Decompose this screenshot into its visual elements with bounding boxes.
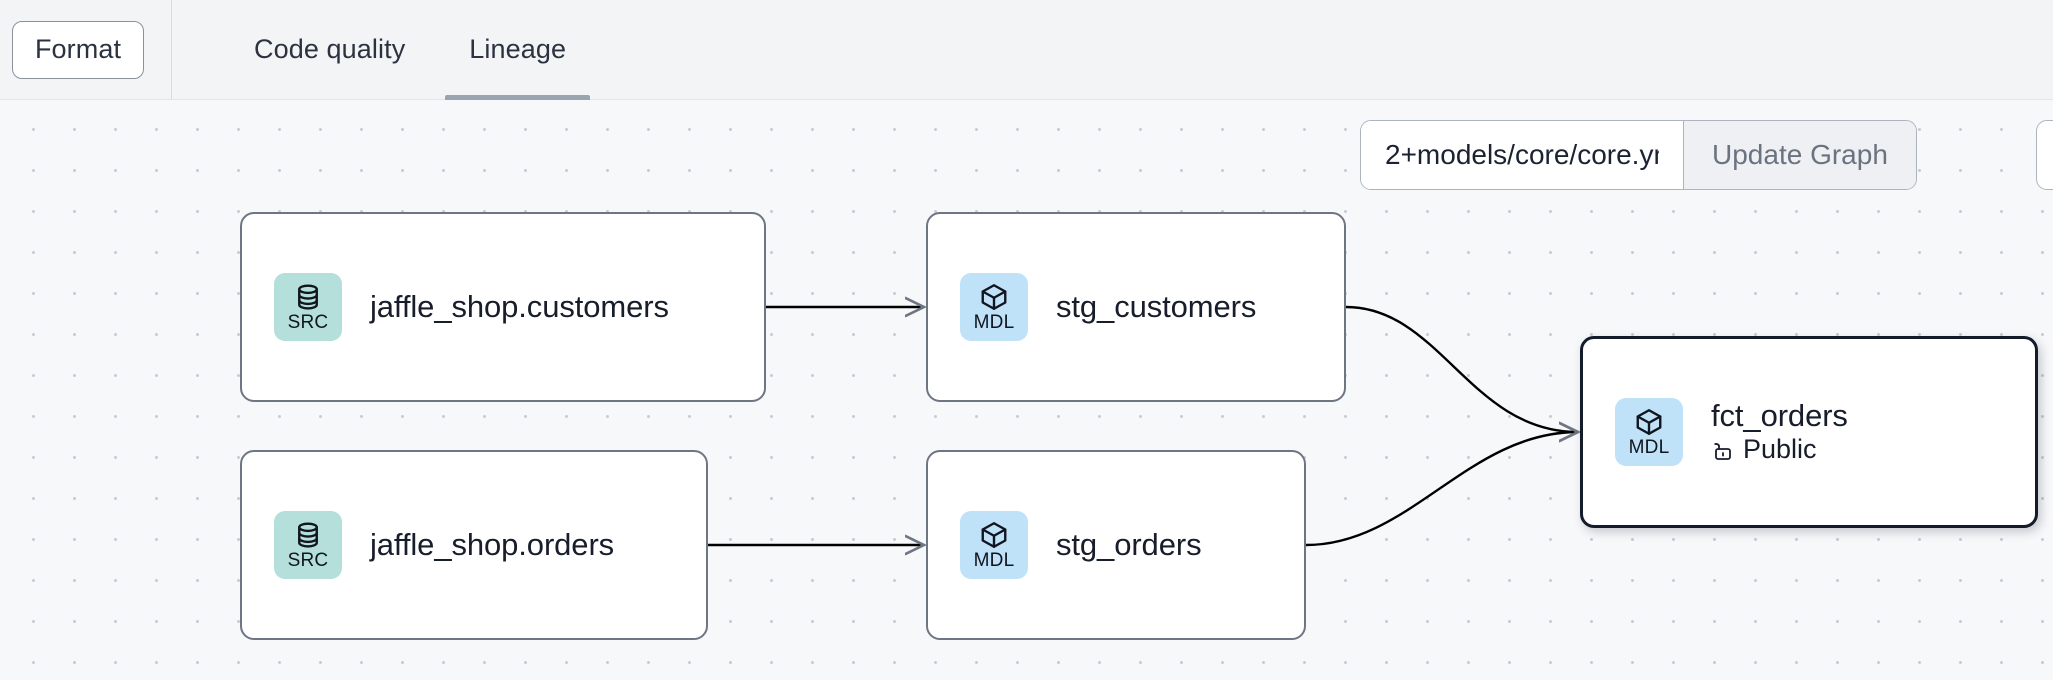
model-badge: MDL — [960, 273, 1028, 341]
node-title: fct_orders — [1711, 398, 1848, 434]
badge-label: MDL — [1628, 437, 1670, 458]
format-button-container: Format — [0, 0, 172, 100]
badge-label: SRC — [287, 312, 329, 333]
graph-controls-secondary-panel[interactable] — [2036, 120, 2053, 190]
node-text-block: fct_orders Public — [1711, 399, 1848, 465]
edge-stg-orders-to-fct-orders — [1305, 432, 1578, 547]
tab-lineage[interactable]: Lineage — [437, 0, 598, 100]
node-title: jaffle_shop.orders — [370, 526, 615, 562]
node-text-block: jaffle_shop.customers — [370, 288, 669, 324]
node-text-block: stg_orders — [1056, 526, 1202, 562]
graph-controls-bar: Update Graph — [1360, 120, 1917, 190]
badge-label: SRC — [287, 550, 329, 571]
database-icon — [298, 284, 318, 310]
source-badge: SRC — [274, 511, 342, 579]
model-badge: MDL — [960, 511, 1028, 579]
node-text-block: stg_customers — [1056, 288, 1257, 324]
node-title: stg_customers — [1056, 288, 1257, 324]
node-title: stg_orders — [1056, 526, 1202, 562]
node-access-row: Public — [1711, 435, 1848, 465]
edge-stg-customers-to-fct-orders — [1345, 305, 1578, 432]
node-access-label: Public — [1743, 434, 1817, 465]
source-badge: SRC — [274, 273, 342, 341]
editor-toolbar: Format Code quality Lineage — [0, 0, 2053, 100]
lineage-node-jaffle-shop-orders[interactable]: SRC jaffle_shop.orders — [240, 450, 708, 640]
lineage-canvas[interactable]: SRC jaffle_shop.customers MDL stg_custom… — [0, 100, 2053, 680]
lineage-node-stg-customers[interactable]: MDL stg_customers — [926, 212, 1346, 402]
database-icon — [298, 522, 318, 548]
tab-code-quality[interactable]: Code quality — [222, 0, 437, 100]
cube-icon — [981, 522, 1007, 548]
cube-icon — [981, 284, 1007, 310]
lineage-node-fct-orders[interactable]: MDL fct_orders Public — [1580, 336, 2038, 528]
badge-label: MDL — [973, 550, 1015, 571]
unlock-icon — [1714, 443, 1731, 460]
node-title: jaffle_shop.customers — [370, 288, 669, 324]
node-text-block: jaffle_shop.orders — [370, 526, 615, 562]
model-badge: MDL — [1615, 398, 1683, 466]
tab-bar: Code quality Lineage — [172, 0, 598, 100]
cube-icon — [1636, 409, 1662, 435]
format-button[interactable]: Format — [12, 20, 144, 79]
badge-label: MDL — [973, 312, 1015, 333]
update-graph-button[interactable]: Update Graph — [1683, 121, 1916, 189]
lineage-node-stg-orders[interactable]: MDL stg_orders — [926, 450, 1306, 640]
node-selector-input[interactable] — [1361, 121, 1683, 189]
lineage-node-jaffle-shop-customers[interactable]: SRC jaffle_shop.customers — [240, 212, 766, 402]
